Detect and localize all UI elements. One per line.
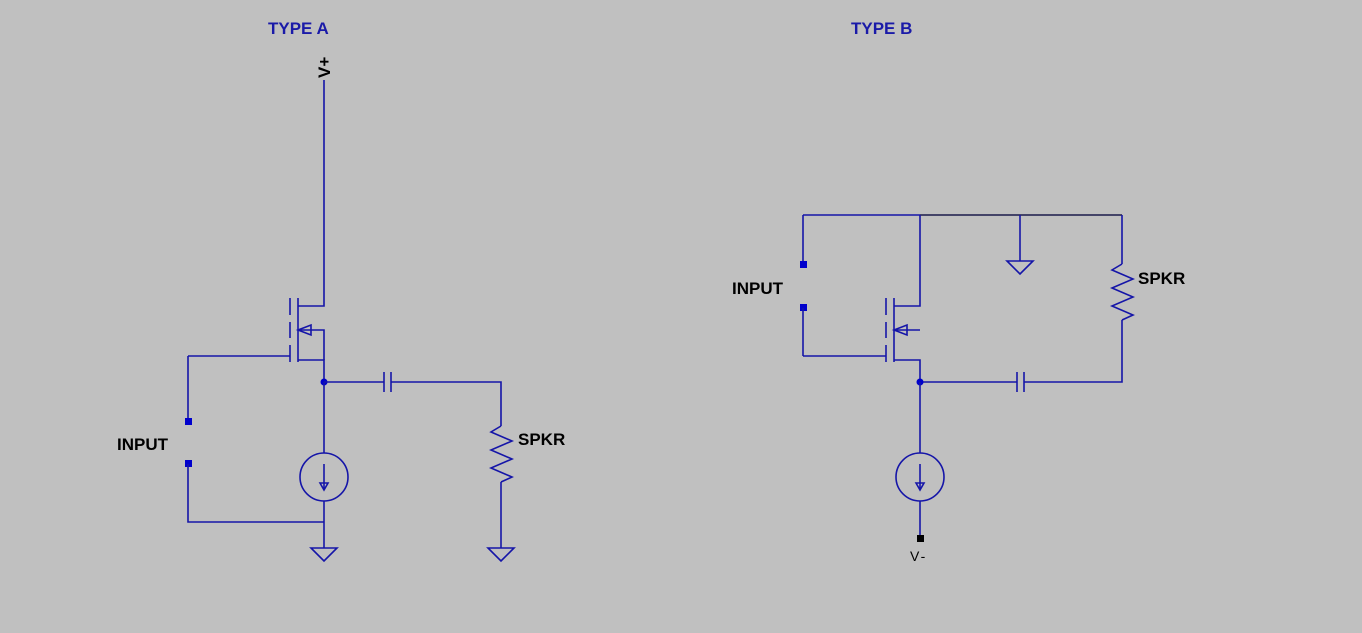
type-a-input-wire-bottom[interactable]: [187, 464, 324, 523]
type-a-input-label: INPUT: [117, 435, 169, 454]
type-b-speaker-label: SPKR: [1138, 269, 1185, 288]
type-b-input-label: INPUT: [732, 279, 784, 298]
type-b-source-wire[interactable]: [894, 359, 921, 382]
type-a-speaker-ground-icon: [486, 547, 516, 563]
type-b-current-source[interactable]: [895, 452, 945, 502]
type-b-supply-pin[interactable]: [917, 535, 924, 542]
type-a-capacitor[interactable]: [324, 372, 502, 426]
type-b-speaker-wire-bottom[interactable]: [1024, 320, 1123, 383]
type-b-capacitor[interactable]: [920, 372, 1025, 392]
type-a-speaker-resistor[interactable]: [488, 425, 515, 548]
type-b-ground-icon: [1005, 260, 1035, 276]
type-a-input-pin-bottom[interactable]: [185, 460, 192, 467]
type-b-circuit: TYPE B SPKR: [732, 19, 1185, 564]
type-a-ground-icon: [309, 547, 339, 563]
type-a-circuit: TYPE A V+ SPKR: [117, 19, 565, 563]
type-a-input-pin-top[interactable]: [185, 418, 192, 425]
type-a-current-source[interactable]: [299, 452, 349, 502]
type-b-drain-wire[interactable]: [894, 215, 921, 307]
type-b-input-pin-bottom[interactable]: [800, 304, 807, 311]
type-a-speaker-label: SPKR: [518, 430, 565, 449]
type-b-input-pin-top[interactable]: [800, 261, 807, 268]
type-b-speaker-resistor[interactable]: [1109, 263, 1136, 321]
type-b-mosfet[interactable]: [803, 298, 920, 362]
type-a-title: TYPE A: [268, 19, 329, 38]
type-b-title: TYPE B: [851, 19, 912, 38]
type-a-supply-label[interactable]: V+: [315, 57, 334, 78]
type-b-supply-label: V-: [910, 548, 927, 564]
type-a-drain-wire[interactable]: [298, 80, 325, 307]
type-a-mosfet[interactable]: [188, 298, 325, 362]
type-a-source-wire[interactable]: [298, 359, 325, 382]
